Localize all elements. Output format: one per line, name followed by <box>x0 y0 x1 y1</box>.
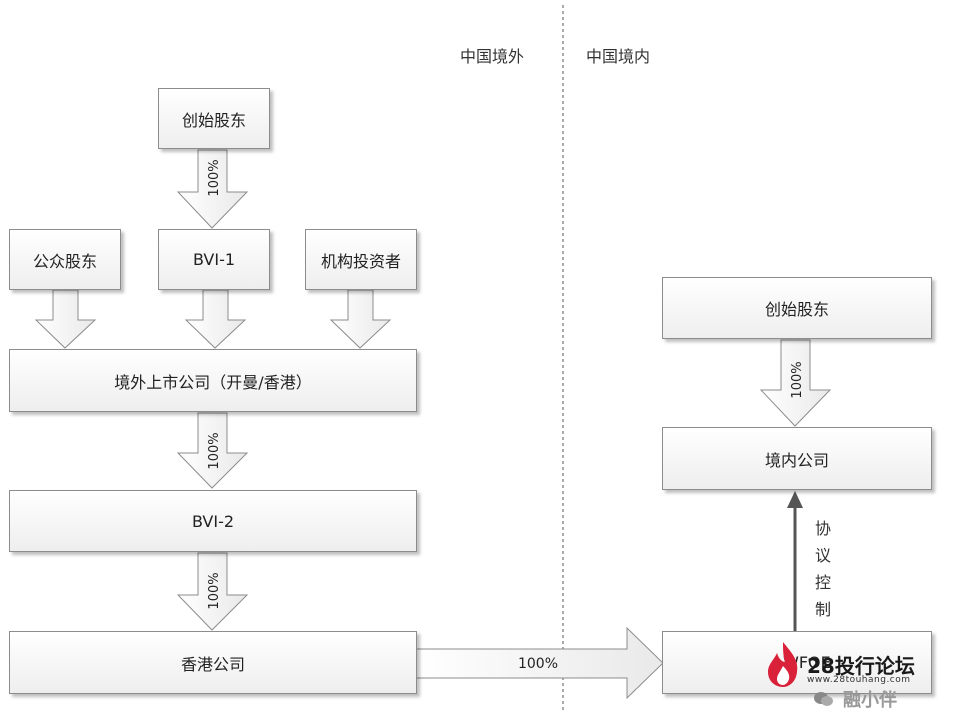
edge-label-founders-bvi1: 100% <box>207 159 222 196</box>
node-bvi2: BVI-2 <box>9 490 417 552</box>
region-label-domestic: 中国境内 <box>586 47 651 66</box>
node-founders-onshore: 创始股东 <box>662 277 932 339</box>
node-public-shareholders: 公众股东 <box>9 229 121 290</box>
arrow-institutional-to-listed <box>329 289 392 349</box>
flame-logo-icon <box>768 642 798 687</box>
watermark-brand: 28投行论坛 <box>807 654 915 678</box>
watermark: 28投行论坛 www.28touhang.com 融小伴 <box>765 638 955 712</box>
control-char-4: 制 <box>815 600 832 619</box>
node-bvi1: BVI-1 <box>158 229 270 290</box>
wechat-icon <box>814 692 833 706</box>
edge-label-listed-bvi2: 100% <box>207 432 222 469</box>
control-char-3: 控 <box>815 573 832 592</box>
edge-label-bvi2-hk: 100% <box>207 572 222 609</box>
arrow-founders-to-domestic <box>759 339 832 427</box>
edge-label-founders-domestic: 100% <box>790 361 805 398</box>
node-wfoe: WFOE <box>662 631 932 694</box>
node-founders-offshore: 创始股东 <box>158 88 270 149</box>
arrow-public-to-listed <box>34 289 97 349</box>
node-institutional-investors: 机构投资者 <box>305 229 417 290</box>
watermark-account: 融小伴 <box>813 686 897 712</box>
node-domestic-company: 境内公司 <box>662 427 932 490</box>
arrow-listed-to-bvi2 <box>176 412 249 489</box>
control-char-1: 协 <box>815 519 832 538</box>
arrow-wfoe-to-domestic-head <box>787 491 803 508</box>
edge-label-hk-wfoe: 100% <box>518 656 558 672</box>
arrow-bvi1-to-listed <box>184 289 247 349</box>
node-listed-company: 境外上市公司（开曼/香港） <box>9 349 417 412</box>
control-char-2: 议 <box>815 546 832 565</box>
region-label-overseas: 中国境外 <box>460 47 525 66</box>
node-hk-company: 香港公司 <box>9 631 417 694</box>
arrow-founders-to-bvi1 <box>176 149 249 229</box>
arrow-hk-to-wfoe <box>414 626 664 700</box>
watermark-url: www.28touhang.com <box>807 675 911 685</box>
arrow-bvi2-to-hk <box>176 552 249 631</box>
watermark-account-name: 融小伴 <box>843 690 897 711</box>
